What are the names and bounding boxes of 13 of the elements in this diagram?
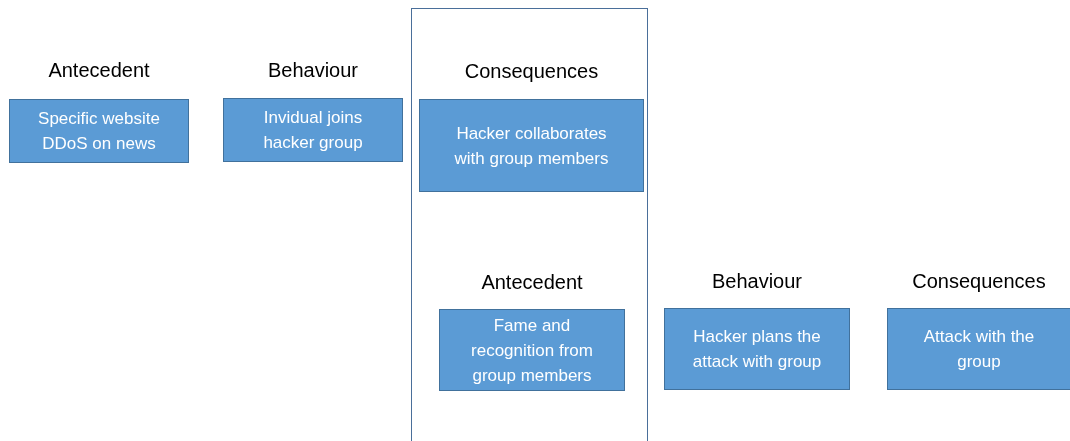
- group-band: [411, 8, 648, 441]
- process-box: Hacker plans the attack with group: [664, 308, 850, 390]
- stage-heading: Consequences: [911, 269, 1047, 294]
- stage-heading: Behaviour: [710, 269, 804, 294]
- stage-heading: Behaviour: [266, 58, 360, 83]
- stage-heading: Antecedent: [480, 270, 584, 295]
- process-box: Hacker collaborates with group members: [419, 99, 644, 192]
- process-box: Attack with the group: [887, 308, 1070, 390]
- process-box: Specific website DDoS on news: [9, 99, 189, 163]
- stage-heading: Antecedent: [47, 58, 151, 83]
- process-box: Invidual joins hacker group: [223, 98, 403, 162]
- process-box: Fame and recognition from group members: [439, 309, 625, 391]
- stage-heading: Consequences: [463, 59, 600, 84]
